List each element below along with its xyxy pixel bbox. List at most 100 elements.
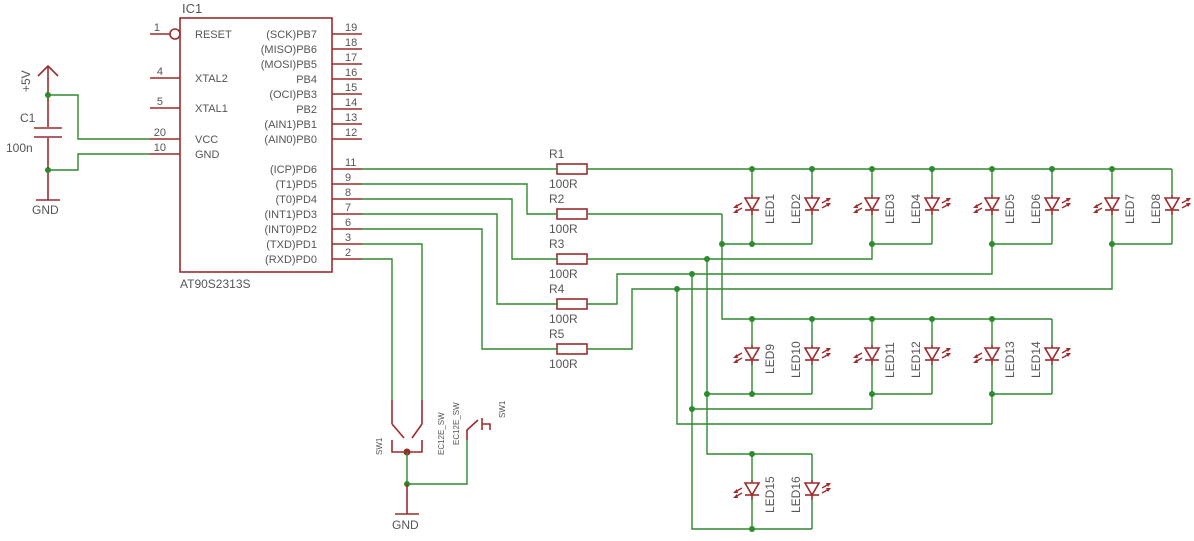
pin-num: 7 [345, 202, 351, 214]
sw-left-label: SW1 [375, 437, 384, 455]
r2-name: R2 [549, 192, 565, 206]
pin-num: 12 [345, 127, 357, 139]
led9 [732, 344, 760, 366]
pin-num: 1 [154, 22, 160, 34]
pin-num: 15 [345, 82, 357, 94]
r5-name: R5 [549, 327, 565, 341]
led-label: LED8 [1149, 194, 1163, 224]
r1-name: R1 [549, 147, 565, 161]
r4-name: R4 [549, 282, 565, 296]
pin-name: (INT1)PD3 [264, 209, 317, 221]
pin-name: (MISO)PB6 [261, 44, 317, 56]
pin-name: (AIN0)PB0 [264, 134, 317, 146]
r3-value: 100R [549, 267, 578, 281]
led-label: LED12 [909, 341, 923, 378]
pin-name: (SCK)PB7 [266, 29, 317, 41]
pin-name: (RXD)PD0 [265, 254, 317, 266]
pin-name: (ICP)PD6 [270, 164, 317, 176]
pin-num: 11 [345, 157, 356, 169]
led12 [924, 344, 952, 366]
r5-value: 100R [549, 357, 578, 371]
led-label: LED4 [909, 194, 923, 224]
pin-name: XTAL1 [195, 103, 228, 115]
pin-num: 13 [345, 112, 357, 124]
pin-name: VCC [195, 134, 218, 146]
pin-num: 10 [154, 142, 166, 154]
ic1-name: IC1 [182, 1, 202, 16]
ic1-part: AT90S2313S [180, 277, 251, 291]
r3-name: R3 [549, 237, 565, 251]
vcc-label: +5V [19, 70, 33, 92]
pin-name: PB4 [296, 74, 317, 86]
led-label: LED11 [883, 342, 897, 378]
resistor-r1 [556, 163, 588, 175]
led-label: LED13 [1003, 341, 1017, 378]
pin-num: 6 [345, 217, 351, 229]
pin-name: PB2 [296, 104, 317, 116]
led-label: LED6 [1029, 194, 1043, 224]
pin-num: 20 [154, 127, 166, 139]
pin-name: GND [195, 149, 220, 161]
resistor-r4 [556, 298, 588, 310]
led-label: LED10 [789, 341, 803, 378]
pin-num: 8 [345, 187, 351, 199]
pin-num: 3 [345, 232, 351, 244]
pin-num: 16 [345, 67, 357, 79]
power-supply: +5V C1 100n GND [6, 64, 62, 217]
gnd-label: GND [32, 203, 59, 217]
ic1: IC1 AT90S2313S 1 RESET 4 XTAL2 5 XTAL1 2… [150, 1, 362, 291]
led13 [972, 344, 1000, 366]
pin-name: (T0)PD4 [275, 194, 317, 206]
led15 [732, 479, 760, 501]
pin-num: 9 [345, 172, 351, 184]
led-label: LED5 [1003, 194, 1017, 224]
pin-name: (TXD)PD1 [266, 239, 317, 251]
pin-num: 17 [345, 52, 357, 64]
ec1-label: EC12E_SW [437, 412, 446, 455]
led10 [804, 344, 832, 366]
led1 [732, 194, 760, 216]
pin-num: 5 [157, 96, 163, 108]
sw-right-label: SW1 [498, 400, 507, 418]
pin-num: 19 [345, 22, 357, 34]
resistor-r5 [556, 343, 588, 355]
led4 [924, 194, 952, 216]
pin-num: 18 [345, 37, 357, 49]
pin-name: (INT0)PD2 [264, 224, 317, 236]
pin-name: (MOSI)PB5 [261, 59, 317, 71]
led14 [1044, 344, 1072, 366]
encoder-switches: SW1 EC12E_SW EC12E_SW SW1 GND [375, 400, 507, 532]
led-label: LED1 [763, 194, 777, 224]
ec2-label: EC12E_SW [452, 402, 461, 445]
led16 [804, 479, 832, 501]
led-label: LED2 [789, 194, 803, 224]
pin-name: (T1)PD5 [275, 179, 317, 191]
led-label: LED3 [883, 194, 897, 224]
pin-name: XTAL2 [195, 73, 228, 85]
resistor-r3 [556, 253, 588, 265]
led-label: LED16 [789, 476, 803, 513]
power-wires [45, 92, 150, 173]
r2-value: 100R [549, 222, 578, 236]
ic1-body [179, 17, 333, 273]
led-label: LED15 [763, 476, 777, 513]
led-wiring [674, 166, 1173, 532]
r1-value: 100R [549, 177, 578, 191]
pin-num: 4 [157, 66, 163, 78]
led-label: LED14 [1029, 341, 1043, 378]
c1-value: 100n [6, 141, 33, 155]
pin-name: (AIN1)PB1 [264, 119, 317, 131]
gnd2-label: GND [392, 518, 419, 532]
led6 [1044, 194, 1072, 216]
pin-name: RESET [195, 29, 232, 41]
led8 [1164, 194, 1192, 216]
led3 [852, 194, 880, 216]
led-label: LED9 [763, 344, 777, 374]
led11 [852, 344, 880, 366]
r4-value: 100R [549, 312, 578, 326]
leds: LED1 LED2 LED3 LED4 LED5 LED6 LED7 LED8 … [732, 194, 1192, 513]
resistor-r2 [556, 208, 588, 220]
led7 [1092, 194, 1120, 216]
led5 [972, 194, 1000, 216]
